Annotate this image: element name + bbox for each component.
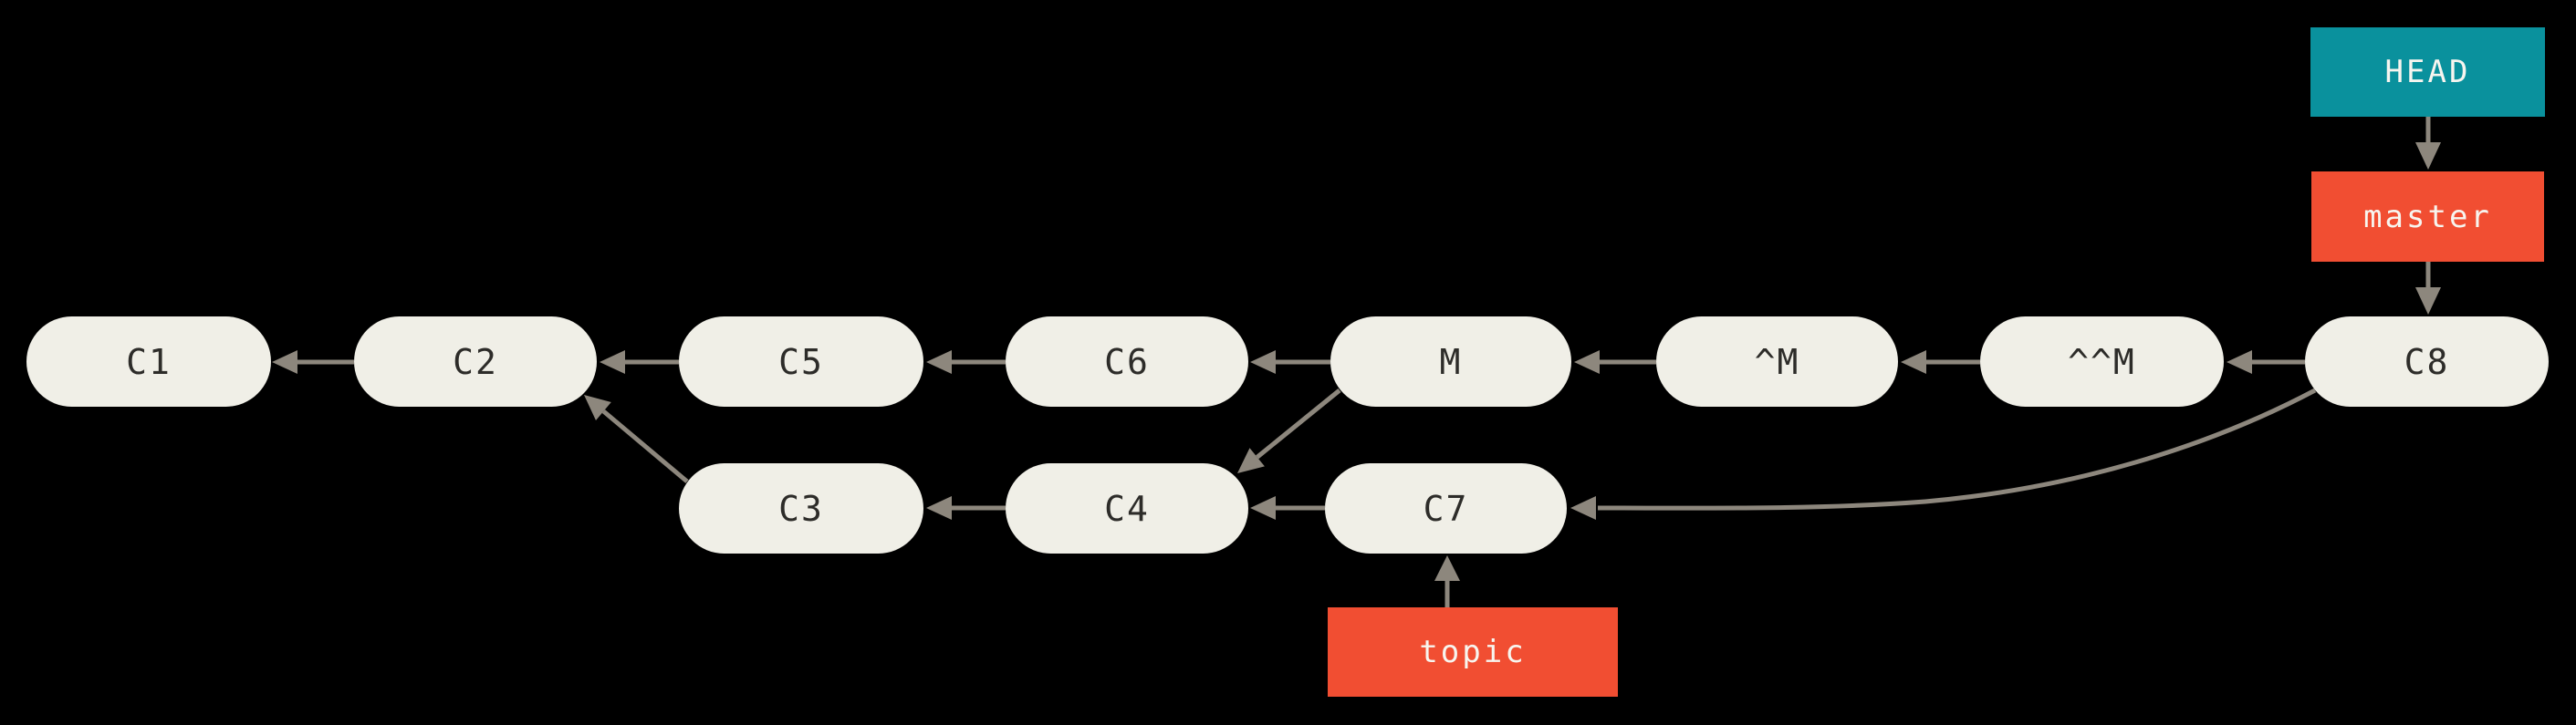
edge-c8-to-c7 [1597, 388, 2317, 511]
arrowhead-master-to-c8 [2415, 287, 2441, 315]
commit-node-caret-caret-m: ^^M [1980, 316, 2224, 407]
commit-node-c8: C8 [2305, 316, 2549, 407]
commit-node-c6: C6 [1006, 316, 1248, 407]
commit-node-c3: C3 [679, 463, 923, 554]
commit-node-c2: C2 [354, 316, 597, 407]
arrowhead-c4-to-c3 [926, 496, 952, 520]
commit-node-m: M [1330, 316, 1571, 407]
arrowhead-c7-to-c4 [1250, 496, 1276, 520]
master-branch-box: master [2311, 171, 2544, 262]
arrowhead-c6-to-c5 [926, 350, 952, 374]
arrowhead-m-to-c6 [1250, 350, 1276, 374]
commit-node-c5: C5 [679, 316, 923, 407]
commit-node-c1: C1 [26, 316, 271, 407]
commit-node-c4: C4 [1006, 463, 1248, 554]
arrowhead-caretm-to-m [1574, 350, 1600, 374]
commit-node-c7: C7 [1325, 463, 1567, 554]
arrowhead-c5-to-c2 [600, 350, 625, 374]
arrowhead-c2-to-c1 [272, 350, 297, 374]
arrowhead-c3-to-c2 [584, 395, 611, 420]
arrowhead-c8-to-c7 [1570, 496, 1596, 520]
commit-node-caret-m: ^M [1656, 316, 1898, 407]
topic-branch-box: topic [1328, 607, 1618, 697]
edge-m-to-c4 [1256, 388, 1341, 460]
head-ref-box: HEAD [2310, 27, 2545, 117]
arrowhead-head-to-master [2415, 142, 2441, 170]
arrowhead-topic-to-c7 [1434, 555, 1460, 581]
arrowhead-caretcaretm-to-caretm [1901, 350, 1926, 374]
edge-c3-to-c2 [601, 409, 689, 483]
arrowhead-m-to-c4 [1237, 448, 1265, 473]
arrowhead-c8-to-caretcaretm [2227, 350, 2252, 374]
